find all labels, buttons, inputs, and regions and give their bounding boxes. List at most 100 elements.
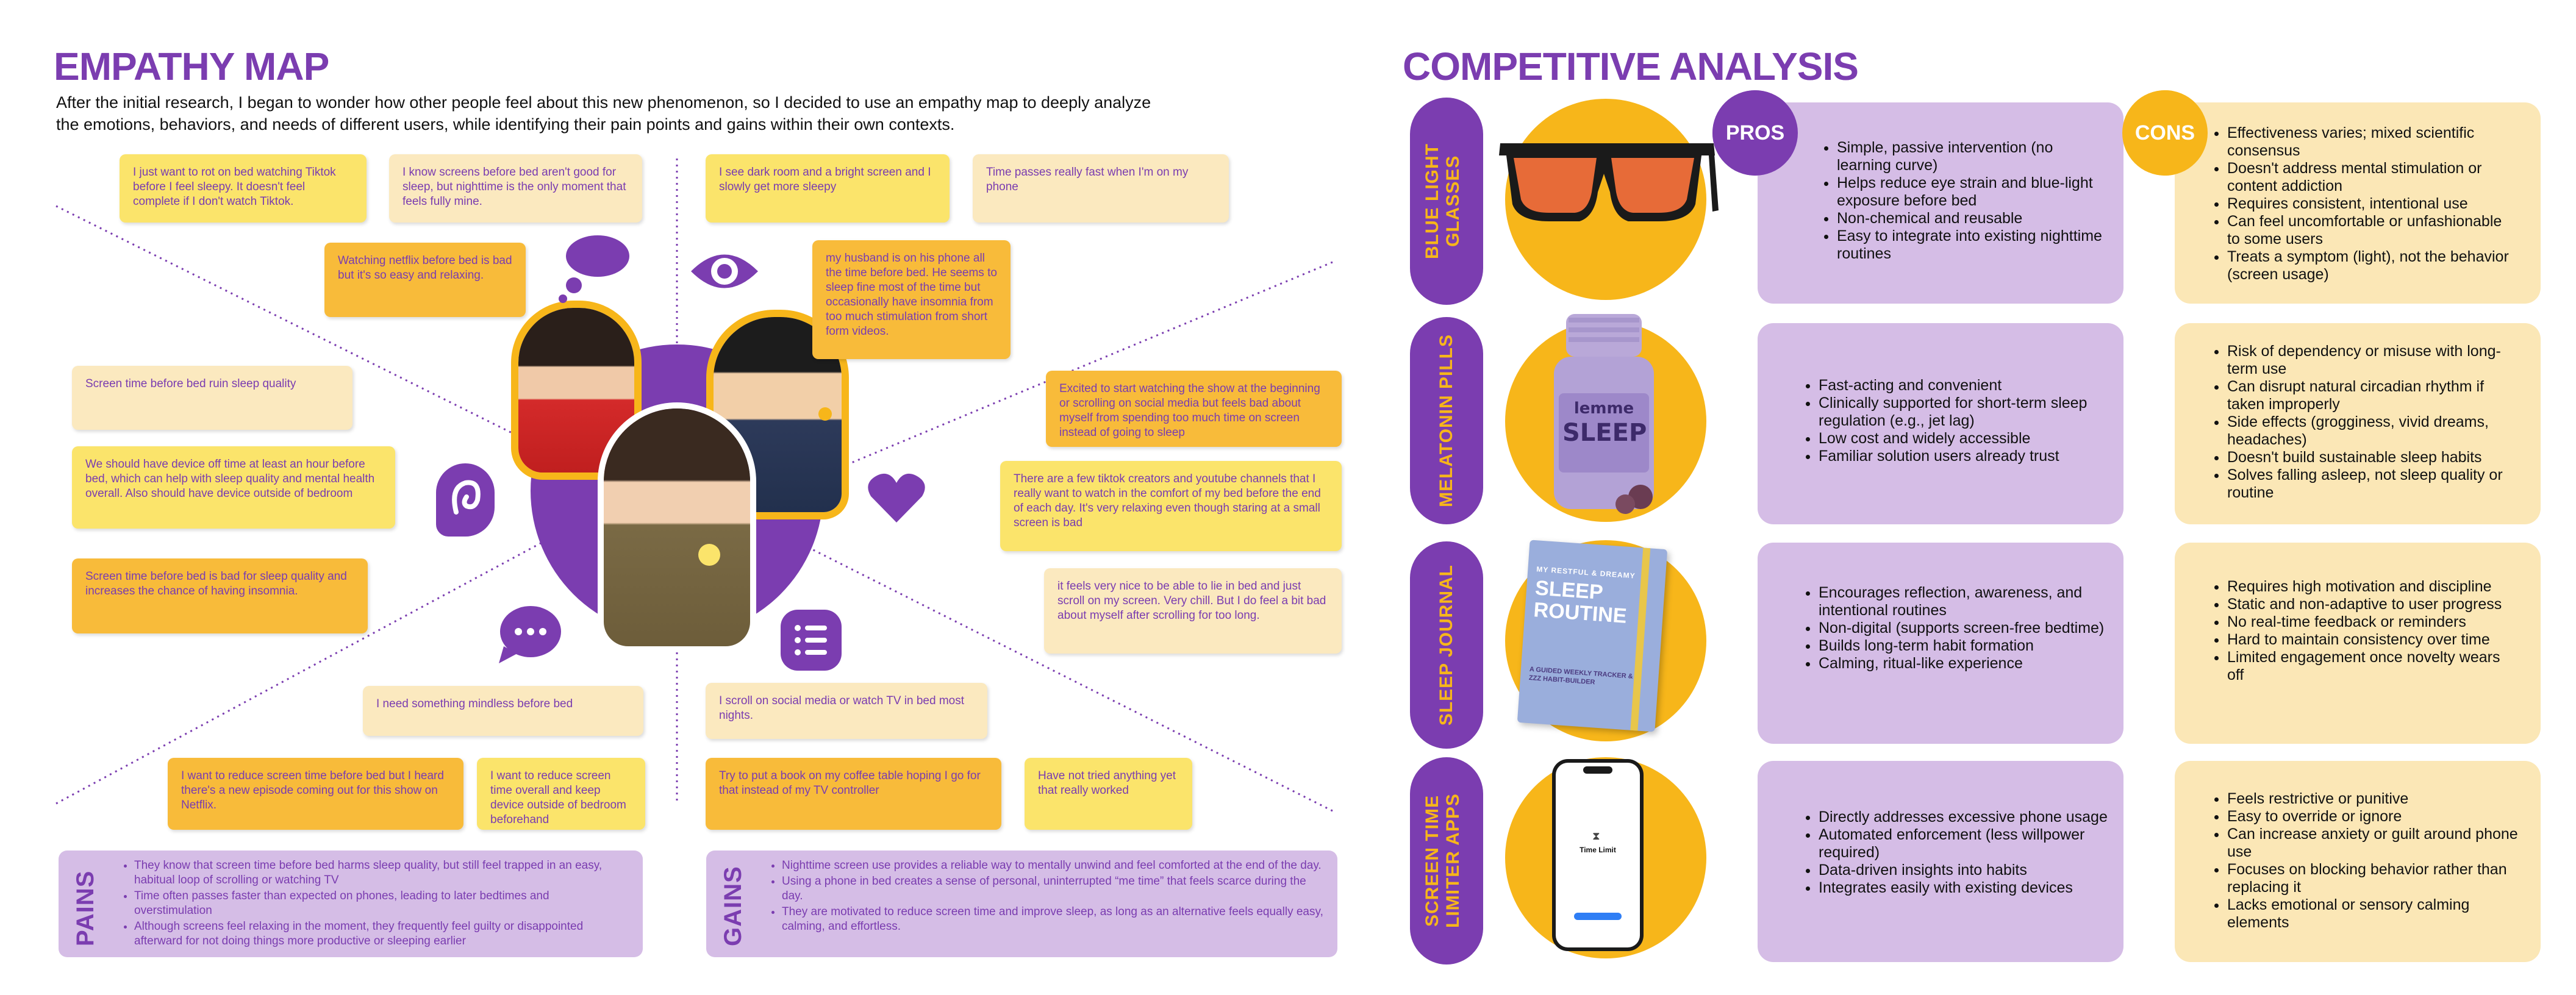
sticky-note: Screen time before bed ruin sleep qualit… — [72, 366, 352, 430]
eye-icon — [688, 244, 761, 299]
cons-item: Requires consistent, intentional use — [2227, 195, 2519, 213]
pros-list: Encourages reflection, awareness, and in… — [1805, 584, 2110, 672]
cons-box — [2175, 323, 2541, 524]
pros-box — [1758, 102, 2123, 304]
pros-item: Simple, passive intervention (no learnin… — [1837, 139, 2104, 174]
cons-item: Hard to maintain consistency over time — [2227, 631, 2519, 649]
gains-item: Nighttime screen use provides a reliable… — [782, 858, 1325, 873]
hourglass-icon: ⧗ — [1592, 830, 1600, 842]
pros-item: Automated enforcement (less willpower re… — [1819, 826, 2110, 861]
pros-box — [1758, 543, 2123, 744]
category-pill-blue-light-glasses: BLUE LIGHT GLASSES — [1410, 98, 1483, 305]
pros-item: Familiar solution users already trust — [1819, 448, 2110, 465]
melatonin-bottle-image: lemme SLEEP — [1549, 314, 1659, 515]
sticky-note: Watching netflix before bed is bad but i… — [324, 243, 526, 317]
category-label: MELATONIN PILLS — [1436, 334, 1456, 507]
pros-item: Fast-acting and convenient — [1819, 377, 2110, 394]
cons-box — [2175, 761, 2541, 962]
cons-item: No real-time feedback or reminders — [2227, 613, 2519, 631]
gains-item: Using a phone in bed creates a sense of … — [782, 874, 1325, 904]
cons-box — [2175, 102, 2541, 304]
cons-list: Feels restrictive or punitive Easy to ov… — [2214, 790, 2519, 932]
sticky-note: Try to put a book on my coffee table hop… — [706, 758, 1001, 830]
sticky-note: my husband is on his phone all the time … — [812, 240, 1011, 359]
cons-item: Requires high motivation and discipline — [2227, 578, 2519, 596]
sticky-note: I see dark room and a bright screen and … — [706, 154, 950, 223]
sticky-note: I need something mindless before bed — [363, 686, 643, 736]
pros-item: Encourages reflection, awareness, and in… — [1819, 584, 2110, 619]
cons-item: Risk of dependency or misuse with long-t… — [2227, 343, 2519, 378]
pros-list: Simple, passive intervention (no learnin… — [1823, 139, 2104, 263]
cons-item: Feels restrictive or punitive — [2227, 790, 2519, 808]
cons-item: Can disrupt natural circadian rhythm if … — [2227, 378, 2519, 413]
cons-item: Lacks emotional or sensory calming eleme… — [2227, 896, 2519, 932]
sticky-note: I know screens before bed aren't good fo… — [389, 154, 642, 223]
category-pill-screen-time-apps: SCREEN TIME LIMITER APPS — [1410, 757, 1483, 965]
phone-screen-title: Time Limit — [1580, 846, 1616, 854]
category-label: SLEEP JOURNAL — [1436, 564, 1456, 726]
cons-item: Treats a symptom (light), not the behavi… — [2227, 248, 2519, 284]
pros-item: Integrates easily with existing devices — [1819, 879, 2110, 897]
pros-item: Calming, ritual-like experience — [1819, 655, 2110, 672]
competitive-analysis-title: COMPETITIVE ANALYSIS — [1403, 45, 1859, 88]
sticky-note: Time passes really fast when I'm on my p… — [973, 154, 1229, 223]
cons-item: Side effects (grogginess, vivid dreams, … — [2227, 413, 2519, 449]
phone-image: ⧗ Time Limit — [1552, 759, 1644, 951]
accent-dot — [698, 544, 720, 566]
cons-list: Effectiveness varies; mixed scientific c… — [2214, 124, 2519, 284]
pros-item: Helps reduce eye strain and blue-light e… — [1837, 174, 2104, 210]
glasses-image — [1494, 131, 1720, 229]
pros-item: Builds long-term habit formation — [1819, 637, 2110, 655]
cons-item: Doesn't build sustainable sleep habits — [2227, 449, 2519, 466]
accent-dot — [818, 407, 832, 421]
category-label: SCREEN TIME LIMITER APPS — [1422, 793, 1463, 929]
cons-list: Risk of dependency or misuse with long-t… — [2214, 343, 2519, 502]
divider-lower-right — [762, 523, 1333, 812]
pros-badge-label: PROS — [1725, 121, 1785, 144]
sticky-note: We should have device off time at least … — [72, 446, 395, 529]
pros-item: Easy to integrate into existing nighttim… — [1837, 227, 2104, 263]
sticky-note: There are a few tiktok creators and yout… — [1000, 461, 1342, 551]
pros-item: Clinically supported for short-term slee… — [1819, 394, 2110, 430]
pains-list: They know that screen time before bed ha… — [122, 858, 628, 950]
ear-icon — [436, 463, 495, 537]
pains-item: Time often passes faster than expected o… — [134, 889, 628, 918]
sticky-note: I just want to rot on bed watching Tikto… — [120, 154, 367, 223]
cons-item: Solves falling asleep, not sleep quality… — [2227, 466, 2519, 502]
sticky-note: I want to reduce screen time before bed … — [168, 758, 463, 830]
speech-bubble-icon — [495, 604, 562, 665]
gains-item: They are motivated to reduce screen time… — [782, 905, 1325, 934]
pros-list: Fast-acting and convenient Clinically su… — [1805, 377, 2110, 465]
divider-lower-left — [55, 505, 610, 805]
cons-item: Limited engagement once novelty wears of… — [2227, 649, 2519, 684]
pros-box — [1758, 323, 2123, 524]
cons-box — [2175, 543, 2541, 744]
gains-panel — [706, 851, 1337, 957]
empathy-intro-line-2: the emotions, behaviors, and needs of di… — [56, 115, 955, 134]
cons-item: Static and non-adaptive to user progress — [2227, 596, 2519, 613]
pains-label: PAINS — [72, 870, 99, 946]
pros-box — [1758, 761, 2123, 962]
pros-item: Data-driven insights into habits — [1819, 861, 2110, 879]
empathy-intro-line-1: After the initial research, I began to w… — [56, 93, 1151, 112]
pros-item: Non-chemical and reusable — [1837, 210, 2104, 227]
cons-badge-label: CONS — [2134, 121, 2195, 144]
cons-list: Requires high motivation and discipline … — [2214, 578, 2519, 684]
sticky-note: I scroll on social media or watch TV in … — [706, 683, 987, 739]
cons-item: Focuses on blocking behavior rather than… — [2227, 861, 2519, 896]
category-label: BLUE LIGHT GLASSES — [1422, 143, 1463, 259]
sleep-journal-image: MY RESTFUL & DREAMY SLEEP ROUTINE A GUID… — [1517, 540, 1668, 732]
cons-item: Easy to override or ignore — [2227, 808, 2519, 826]
gains-list: Nighttime screen use provides a reliable… — [770, 858, 1325, 935]
pros-item: Directly addresses excessive phone usage — [1819, 808, 2110, 826]
pill-name-text: SLEEP — [1562, 419, 1647, 447]
list-icon — [781, 610, 842, 671]
pains-item: They know that screen time before bed ha… — [134, 858, 628, 888]
pros-item: Non-digital (supports screen-free bedtim… — [1819, 619, 2110, 637]
heart-icon — [866, 471, 927, 526]
journal-title-text: SLEEP ROUTINE — [1533, 576, 1628, 628]
pains-item: Although screens feel relaxing in the mo… — [134, 919, 628, 949]
cons-item: Doesn't address mental stimulation or co… — [2227, 160, 2519, 195]
empathy-map-title: EMPATHY MAP — [54, 45, 329, 88]
sticky-note: Screen time before bed is bad for sleep … — [72, 558, 368, 633]
